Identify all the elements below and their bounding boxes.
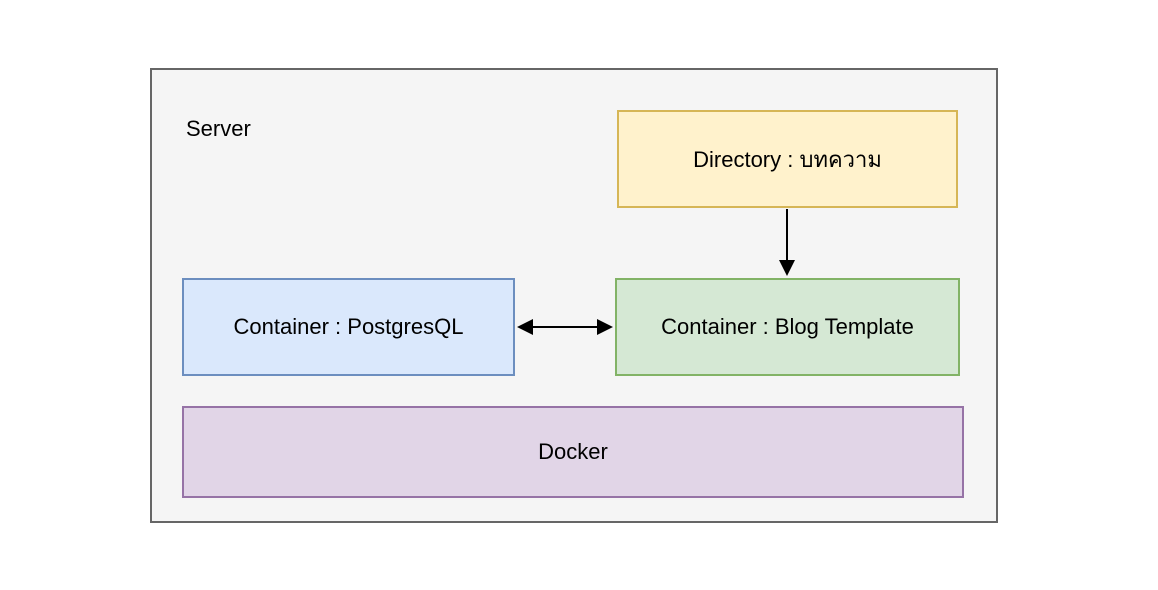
node-blog-label: Container : Blog Template bbox=[661, 314, 914, 339]
node-container-postgresql: Container : PostgresQL bbox=[182, 278, 515, 376]
node-docker-label: Docker bbox=[538, 439, 608, 464]
node-docker: Docker bbox=[182, 406, 964, 498]
node-directory-label: Directory : บทความ bbox=[693, 146, 882, 172]
server-group-label: Server bbox=[186, 116, 251, 141]
node-postgres-label: Container : PostgresQL bbox=[233, 314, 464, 339]
node-directory-articles: Directory : บทความ bbox=[617, 110, 958, 208]
node-container-blog-template: Container : Blog Template bbox=[615, 278, 960, 376]
